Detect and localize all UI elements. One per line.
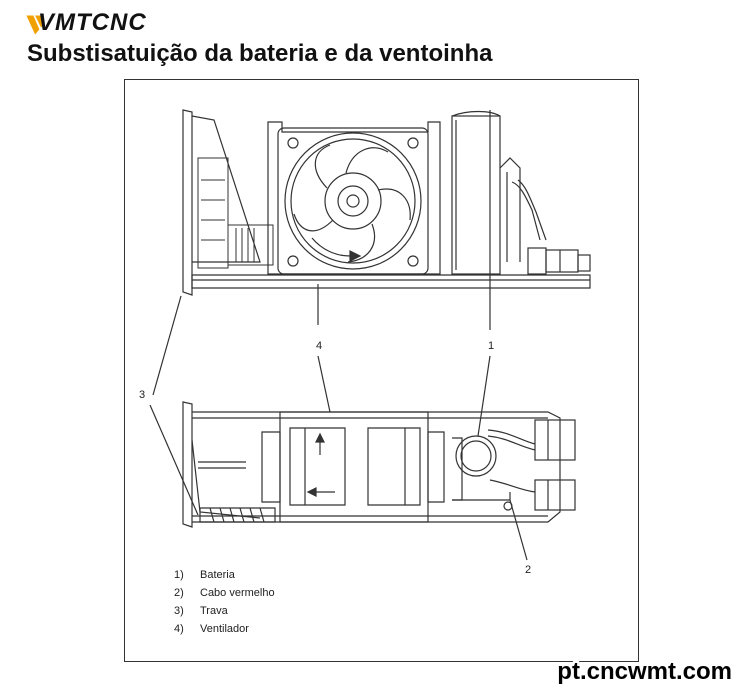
battery-top-view <box>452 419 576 511</box>
diagram-frame <box>124 79 639 662</box>
legend-item-label: Ventilador <box>200 623 249 635</box>
legend-item: 1) Bateria <box>174 566 275 584</box>
callout-2: 2 <box>525 564 532 576</box>
legend-item-label: Bateria <box>200 569 235 581</box>
legend-item-number: 4) <box>174 623 184 635</box>
page-title: Substisatuição da bateria e da ventoinha <box>27 40 493 67</box>
brand-logo <box>26 15 44 35</box>
callout-1: 1 <box>488 340 495 352</box>
fan-housing <box>267 121 441 275</box>
bottom-view-assembly <box>182 401 576 528</box>
right-connector <box>499 157 591 275</box>
legend-item: 3) Trava <box>174 602 275 620</box>
legend-item-label: Trava <box>200 605 228 617</box>
legend-item: 4) Ventilador <box>174 620 275 638</box>
top-view-assembly <box>182 109 591 296</box>
logo-chevron-icon <box>26 15 40 35</box>
battery-pack-side <box>197 157 274 269</box>
legend: 1) Bateria 2) Cabo vermelho 3) Trava 4) … <box>174 566 275 638</box>
legend-item: 2) Cabo vermelho <box>174 584 275 602</box>
legend-item-number: 3) <box>174 605 184 617</box>
callout-4: 4 <box>316 340 323 352</box>
legend-item-number: 1) <box>174 569 184 581</box>
watermark: pt.cncwmt.com <box>557 658 732 685</box>
callout-3: 3 <box>139 389 146 401</box>
legend-item-number: 2) <box>174 587 184 599</box>
capacitor-block <box>451 110 501 275</box>
fan-top-view <box>261 411 445 523</box>
legend-item-label: Cabo vermelho <box>200 587 275 599</box>
logo-text: VMTCNC <box>38 9 147 36</box>
